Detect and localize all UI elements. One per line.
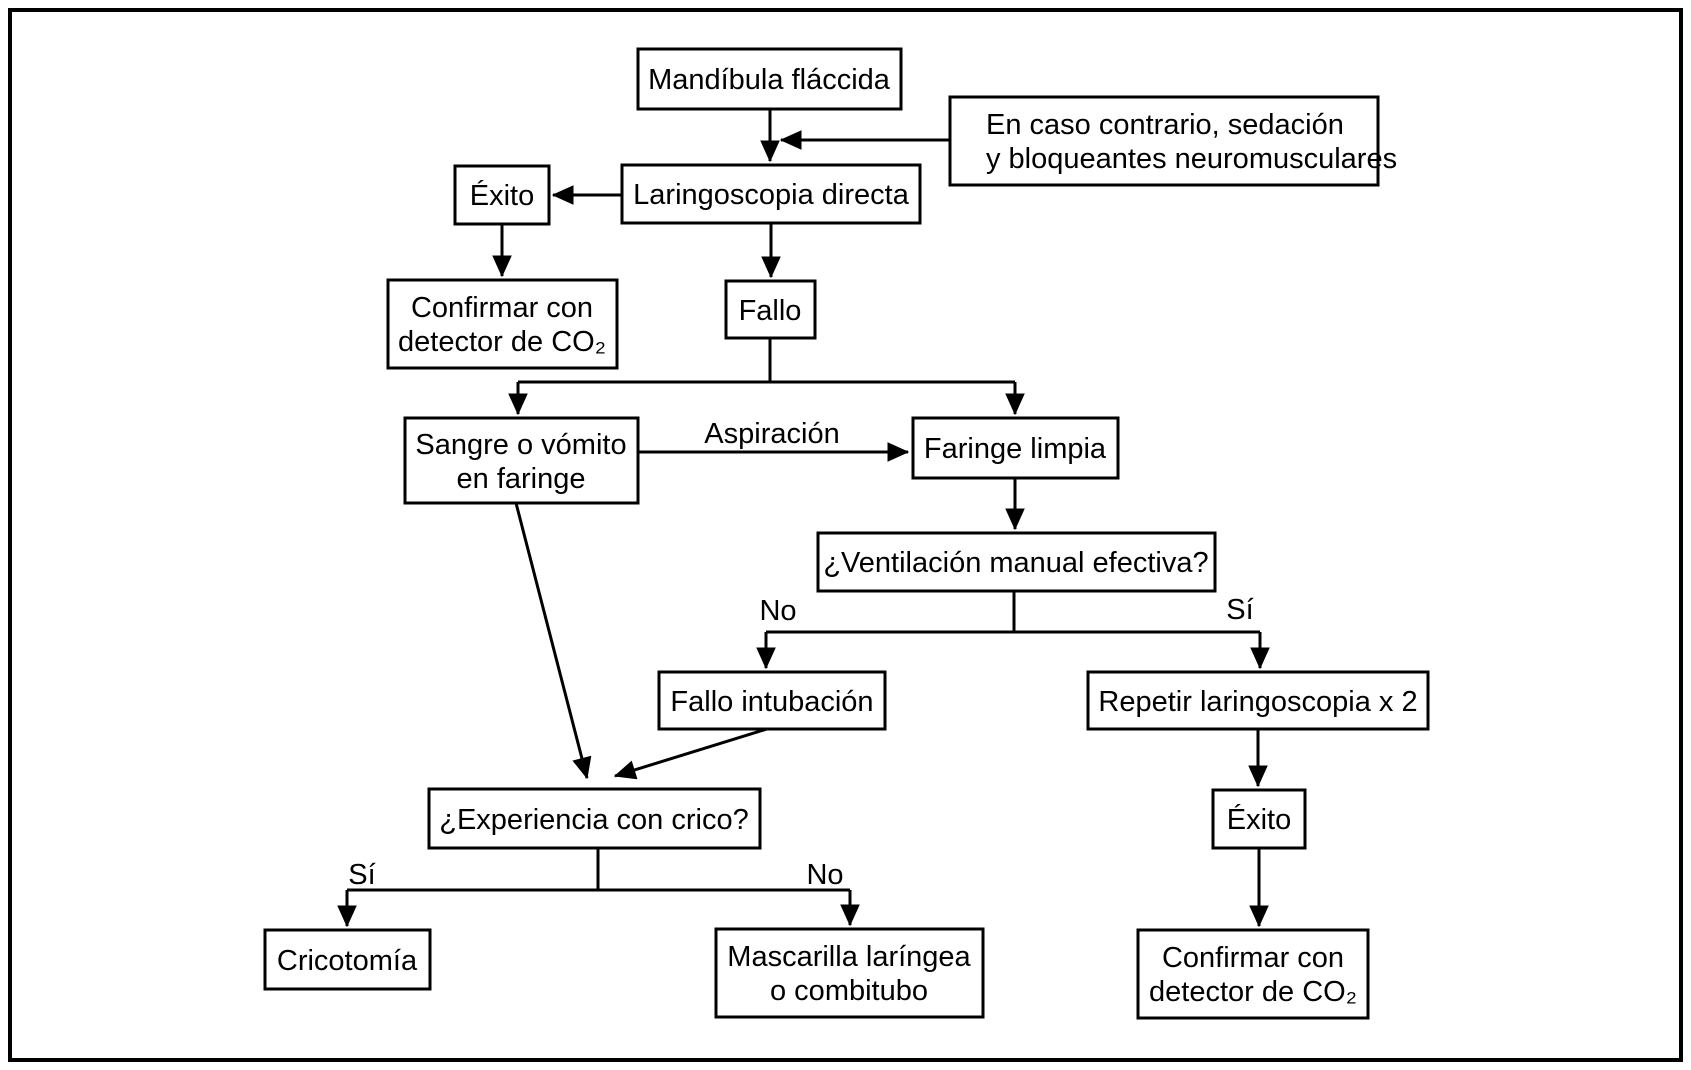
node-fallo: Fallo <box>724 279 817 340</box>
node-mandibula-flaccida: Mandíbula fláccida <box>636 47 903 111</box>
node-sangre-box <box>403 416 640 505</box>
node-sedacion-line2: y bloqueantes neuromusculares <box>986 143 1397 175</box>
node-experiencia-box <box>427 787 762 850</box>
node-sedacion-line1: En caso contrario, sedación <box>986 109 1344 141</box>
node-cricotomia-box <box>263 928 432 991</box>
label-ventilacion-no: No <box>759 595 796 627</box>
node-faringe-box <box>911 416 1120 480</box>
node-mandibula-box <box>636 47 903 111</box>
node-confirmar-izq-line1: Confirmar con <box>411 292 593 324</box>
node-experiencia-label: ¿Experiencia con crico? <box>439 804 748 836</box>
label-experiencia-no: No <box>806 859 843 891</box>
edge-ventilacion-split-trunk <box>766 591 1260 634</box>
node-fallo-intubacion-label: Fallo intubación <box>670 686 873 718</box>
node-ventilacion-pregunta: ¿Ventilación manual efectiva? <box>816 531 1217 593</box>
node-fallo-intubacion-box <box>657 670 887 731</box>
node-mascarilla-combitubo: Mascarilla laríngea o combitubo <box>714 927 985 1019</box>
node-fallo-label: Fallo <box>739 295 802 327</box>
node-mascarilla-line-box <box>714 927 985 1019</box>
node-sangre-line2: en faringe <box>457 463 586 495</box>
node-repetir-label: Repetir laringoscopia x 2 <box>1098 686 1417 718</box>
node-confirmar-izq-box <box>386 278 619 370</box>
node-sedacion-box <box>948 95 1380 187</box>
node-exito-izq-box <box>453 164 551 226</box>
node-faringe-label: Faringe limpia <box>924 433 1107 465</box>
node-exito-der-box <box>1211 788 1307 850</box>
node-cricotomia-label: Cricotomía <box>277 945 418 977</box>
node-fallo-intubacion: Fallo intubación <box>657 670 887 731</box>
node-repetir-box <box>1086 670 1430 731</box>
node-mascarilla-line1: Mascarilla laríngea <box>727 941 971 973</box>
node-laringoscopia-label: Laringoscopia directa <box>633 179 910 211</box>
node-confirmar-der-box <box>1136 928 1370 1020</box>
edge-sangre-to-experiencia <box>514 502 592 780</box>
node-confirmar-co2-derecha: Confirmar con detector de CO₂ <box>1136 928 1370 1020</box>
node-ventilacion-label: ¿Ventilación manual efectiva? <box>823 547 1208 579</box>
node-faringe-limpia: Faringe limpia <box>911 416 1120 480</box>
label-ventilacion-si: Sí <box>1226 594 1253 626</box>
node-confirmar-der-line1: Confirmar con <box>1162 942 1344 974</box>
edge-fallo-intubacion-to-experiencia <box>613 727 768 780</box>
node-sedacion-bloqueantes: En caso contrario, sedación y bloqueante… <box>948 95 1397 187</box>
node-laringoscopia-directa: Laringoscopia directa <box>620 163 922 225</box>
node-experiencia-crico: ¿Experiencia con crico? <box>427 787 762 850</box>
node-cricotomia: Cricotomía <box>263 928 432 991</box>
node-confirmar-co2-izquierda: Confirmar con detector de CO₂ <box>386 278 619 370</box>
node-sangre-line1: Sangre o vómito <box>415 429 626 461</box>
node-sangre-vomito: Sangre o vómito en faringe <box>403 416 640 505</box>
node-exito-izquierda: Éxito <box>453 164 551 226</box>
node-mascarilla-line2: o combitubo <box>770 975 928 1007</box>
edge-experiencia-split-trunk <box>347 848 850 892</box>
node-exito-derecha: Éxito <box>1211 788 1307 850</box>
node-confirmar-der-line2: detector de CO₂ <box>1149 976 1357 1008</box>
node-fallo-box <box>724 279 817 340</box>
edge-fallo-split-trunk <box>518 338 1015 384</box>
node-mandibula-label: Mandíbula fláccida <box>648 64 891 96</box>
node-laringoscopia-box <box>620 163 922 225</box>
node-ventilacion-box <box>816 531 1217 593</box>
node-exito-izq-label: Éxito <box>470 179 534 212</box>
node-exito-der-label: Éxito <box>1227 803 1291 836</box>
node-confirmar-izq-line2: detector de CO₂ <box>398 326 606 358</box>
label-experiencia-si: Sí <box>348 859 375 891</box>
node-repetir-laringoscopia: Repetir laringoscopia x 2 <box>1086 670 1430 731</box>
figure-border <box>8 8 1683 1062</box>
label-aspiracion: Aspiración <box>704 418 839 450</box>
